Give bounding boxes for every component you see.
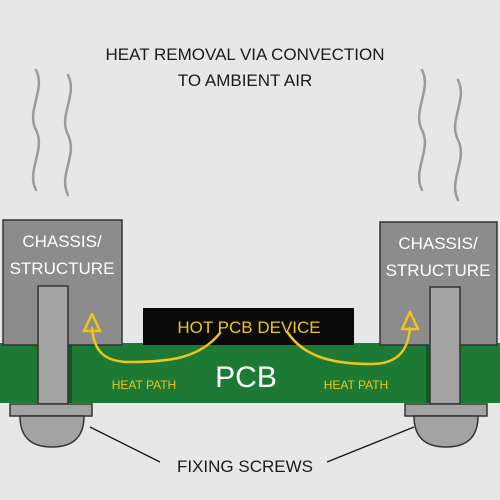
chassis-right-label-1: CHASSIS/ (398, 234, 478, 253)
chassis-left-label-2: STRUCTURE (10, 259, 115, 278)
heat-path-label-left: HEAT PATH (112, 378, 176, 392)
heat-path-arrow-icon (82, 312, 222, 364)
title-line-1: HEAT REMOVAL VIA CONVECTION (106, 45, 385, 64)
heat-path-label-right: HEAT PATH (324, 378, 388, 392)
heat-path-arrow-icon (286, 310, 420, 366)
fixing-screws-label: FIXING SCREWS (177, 457, 313, 476)
pcb-label: PCB (215, 361, 277, 394)
device-label: HOT PCB DEVICE (177, 318, 320, 337)
screw-leader-line-left (89, 426, 161, 463)
screw-icon (9, 403, 93, 448)
chassis-right-label-2: STRUCTURE (386, 261, 491, 280)
pcb-board (0, 343, 500, 403)
hot-pcb-device (143, 308, 354, 345)
screw-shaft-left (37, 285, 69, 405)
title-line-2: TO AMBIENT AIR (178, 71, 312, 90)
screw-leader-line-right (326, 426, 415, 463)
chassis-left-label-1: CHASSIS/ (22, 232, 102, 251)
heat-wave-icon (31, 68, 73, 197)
heat-wave-icon (417, 68, 463, 202)
screw-icon (404, 403, 488, 448)
screw-shaft-right (429, 286, 461, 405)
